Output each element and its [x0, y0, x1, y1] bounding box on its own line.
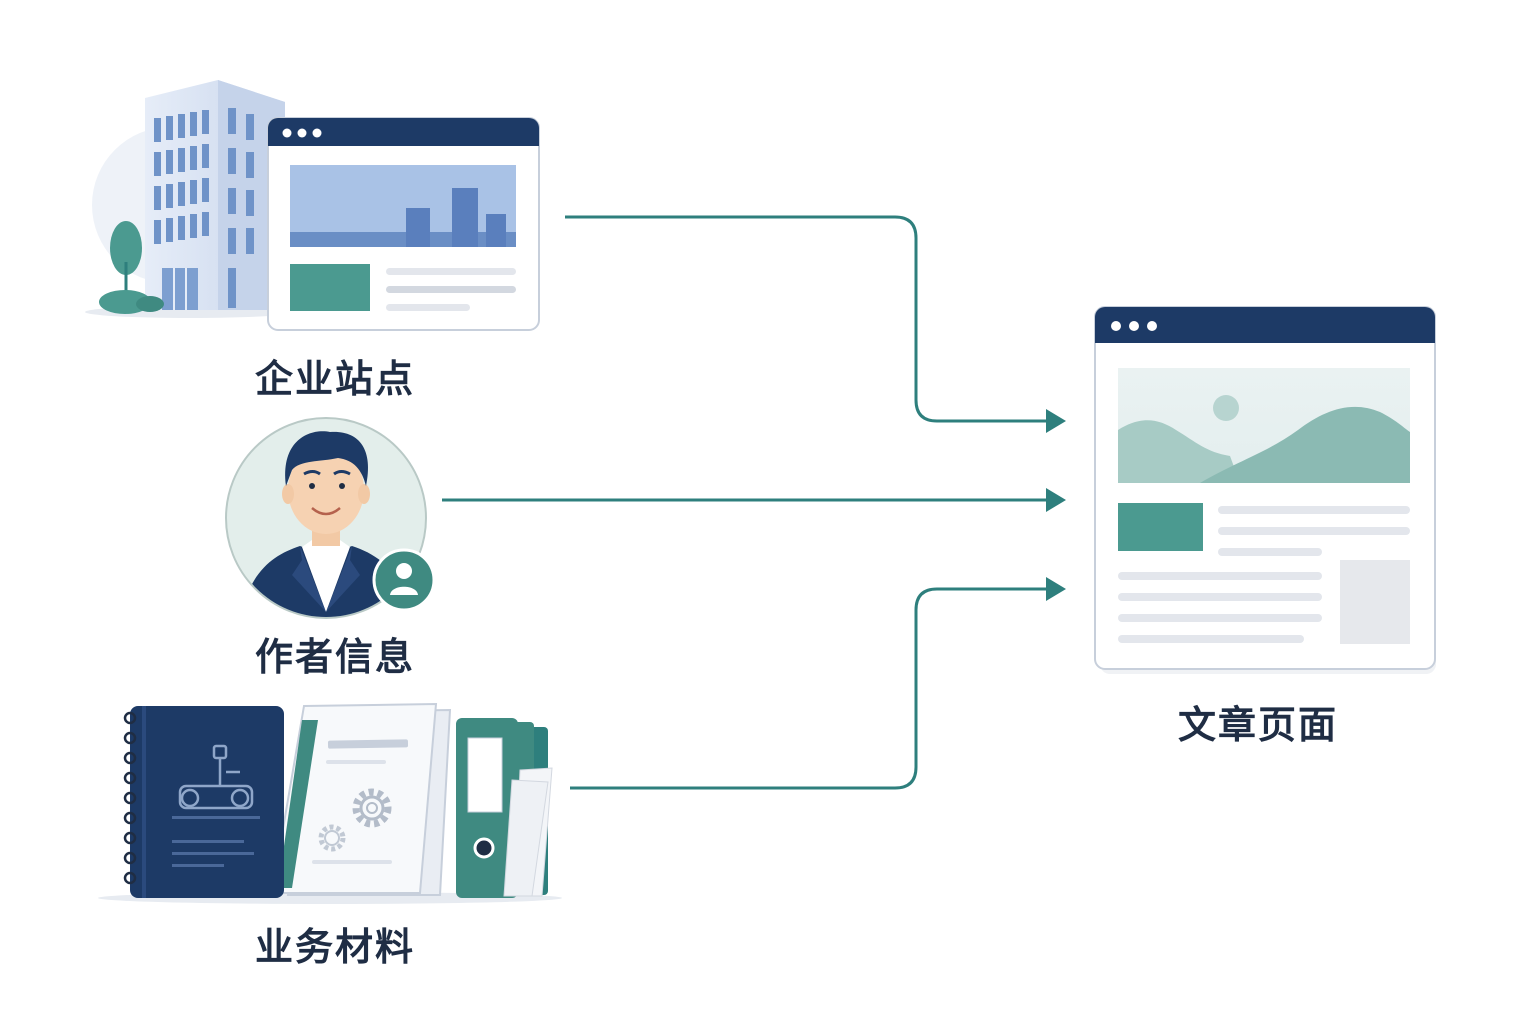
business-materials-label: 业务材料: [254, 925, 415, 969]
article-page-label: 文章页面: [1177, 703, 1338, 747]
enterprise-site-label: 企业站点: [254, 357, 415, 401]
spiral-notebook-icon: [123, 706, 284, 898]
author-node: [225, 417, 436, 619]
business-materials-node: [98, 702, 562, 904]
author-info-label: 作者信息: [254, 635, 415, 679]
user-badge-icon: [372, 548, 436, 612]
machine-sketch-icon: [178, 744, 254, 810]
arrowhead-icon: [1046, 577, 1066, 601]
landscape-image-icon: [1118, 368, 1410, 483]
connectors: [442, 215, 1048, 790]
gear-icon: [352, 788, 392, 828]
office-building-icon: [85, 80, 295, 318]
website-window-icon: [267, 117, 540, 331]
document-stack-icon: [270, 702, 452, 896]
arrowheads: [1046, 409, 1066, 601]
connector-enterprise: [565, 215, 1048, 423]
gear-icon: [318, 824, 346, 852]
binder-folders-icon: [456, 718, 553, 898]
enterprise-site-node: [85, 80, 540, 331]
arrowhead-icon: [1046, 409, 1066, 433]
article-page-window-icon: [1094, 306, 1436, 674]
arrowhead-icon: [1046, 488, 1066, 512]
article-page-node: [1094, 306, 1436, 674]
connector-materials: [570, 587, 1048, 790]
